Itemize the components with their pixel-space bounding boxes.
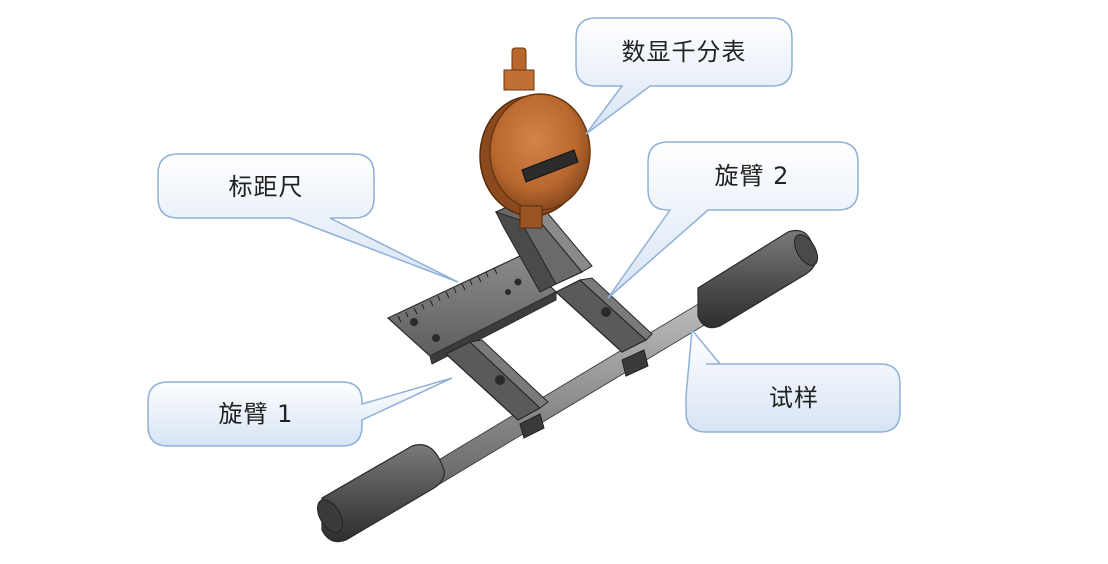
callout-swing-arm-2: 旋臂 2 (607, 141, 859, 299)
callout-swing-arm-1-label: 旋臂 1 (219, 400, 294, 428)
callout-specimen: 试样 (685, 328, 901, 433)
callout-gauge-ruler: 标距尺 (157, 153, 459, 283)
callout-dial-indicator-label: 数显千分表 (622, 38, 747, 66)
callout-specimen-label: 试样 (769, 384, 819, 412)
callout-dial-indicator: 数显千分表 (575, 17, 793, 135)
callout-gauge-ruler-label: 标距尺 (229, 173, 304, 201)
gauge-ruler-icon (386, 199, 653, 439)
callout-swing-arm-1: 旋臂 1 (147, 377, 453, 447)
dial-indicator-icon (479, 47, 591, 229)
specimen-bar-icon (317, 229, 819, 543)
callout-swing-arm-2-label: 旋臂 2 (715, 162, 790, 190)
